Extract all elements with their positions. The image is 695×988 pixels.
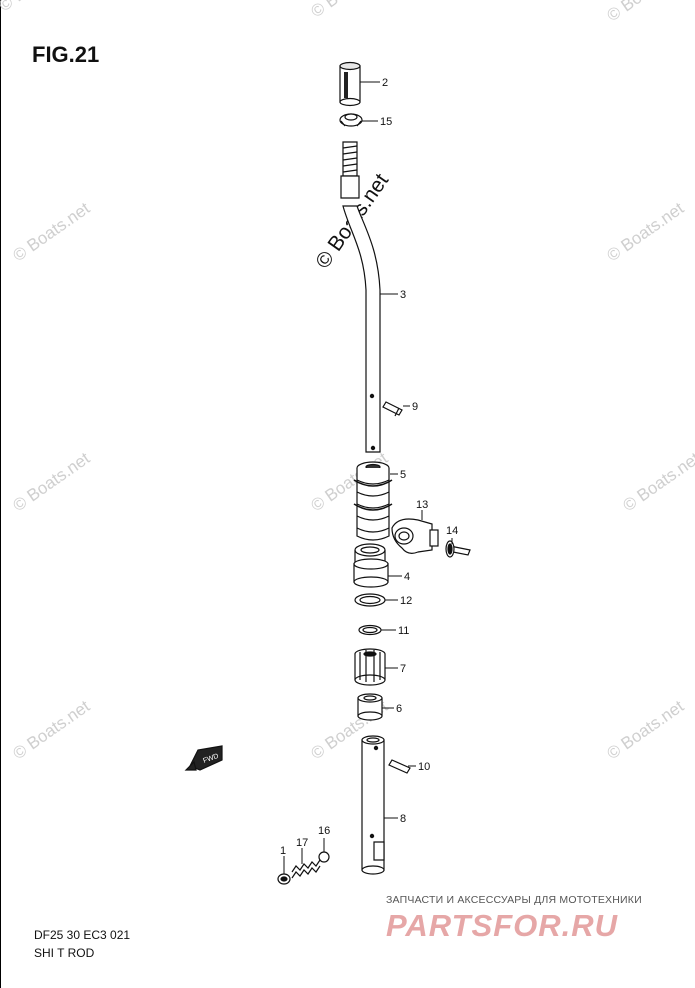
part-5-boot — [353, 461, 393, 541]
watermark: © Boats.net — [9, 198, 93, 265]
part-9-pin — [382, 401, 403, 417]
part-12-washer — [354, 593, 386, 607]
leader-lines — [283, 81, 453, 874]
fwd-arrow-icon — [184, 745, 223, 771]
part-3-shift-rod — [342, 205, 381, 453]
figure-subtitle: SHI T ROD — [34, 946, 95, 960]
part-6-collar — [357, 693, 383, 721]
callout-9: 9 — [412, 401, 418, 413]
advert-logo: PARTSFOR.RU — [386, 908, 619, 943]
watermark: © Boats.net — [619, 448, 695, 515]
callout-14: 14 — [446, 525, 458, 537]
callout-6: 6 — [396, 703, 402, 715]
callout-12: 12 — [400, 595, 412, 607]
watermark: © Boats.net — [0, 0, 79, 15]
part-14-screw — [445, 540, 471, 558]
callout-17: 17 — [296, 837, 308, 849]
watermark: © Boats.net — [9, 448, 93, 515]
part-15-nut — [339, 113, 363, 127]
watermark: © Boats.net — [9, 696, 93, 763]
part-8-lower-rod — [361, 735, 385, 875]
part-7-gear — [354, 648, 386, 686]
callout-8: 8 — [400, 813, 406, 825]
rod-threaded-end — [340, 141, 360, 199]
watermark: © Boats.net — [307, 0, 391, 21]
part-10-pin — [388, 759, 411, 774]
callout-1: 1 — [280, 845, 286, 857]
figure-title: FIG.21 — [32, 42, 100, 67]
page-border — [0, 0, 1, 988]
callout-13: 13 — [416, 499, 428, 511]
part-11-circlip — [358, 624, 382, 636]
part-1-washer — [277, 873, 291, 885]
callout-2: 2 — [382, 77, 388, 89]
callout-15: 15 — [380, 116, 392, 128]
callout-16: 16 — [318, 825, 330, 837]
callout-7: 7 — [400, 663, 406, 675]
figure-code: DF25 30 EC3 021 — [34, 928, 131, 942]
part-16-ball — [318, 851, 330, 863]
callout-labels: 2 15 3 9 5 13 14 4 12 11 7 6 10 8 16 17 … — [280, 77, 458, 857]
watermark: © Boats.net — [603, 0, 687, 25]
callout-3: 3 — [400, 289, 406, 301]
part-2-cap — [339, 61, 361, 107]
callout-4: 4 — [404, 571, 410, 583]
callout-10: 10 — [418, 761, 430, 773]
advert-caption: ЗАПЧАСТИ И АКСЕССУАРЫ ДЛЯ МОТОТЕХНИКИ — [386, 894, 642, 906]
part-17-spring — [291, 859, 321, 879]
part-13-clamp — [391, 518, 439, 554]
part-4-bushing — [353, 543, 389, 588]
watermark: © Boats.net — [603, 696, 687, 763]
callout-11: 11 — [398, 625, 409, 637]
callout-5: 5 — [400, 469, 406, 481]
watermark: © Boats.net — [603, 198, 687, 265]
